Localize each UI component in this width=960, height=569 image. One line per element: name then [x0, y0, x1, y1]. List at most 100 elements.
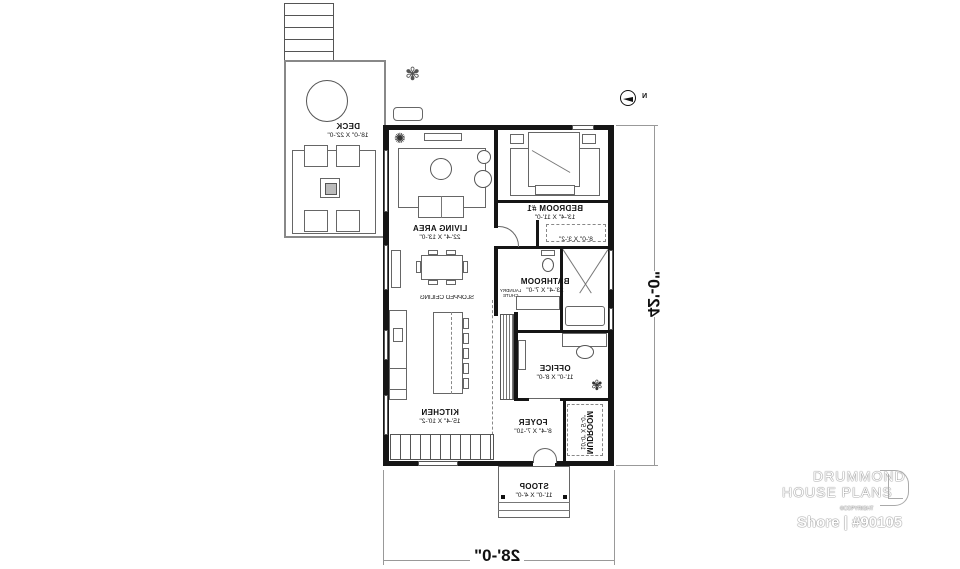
stoop — [498, 466, 570, 518]
window[interactable] — [418, 461, 458, 466]
window[interactable] — [384, 395, 388, 435]
sofa-divider — [441, 196, 442, 218]
south-wall-left — [383, 461, 533, 466]
compass-needle — [623, 97, 633, 102]
south-wall-right — [555, 461, 614, 466]
compass-label: N — [642, 93, 648, 100]
annotation-text: SLOPPED CEILING — [420, 295, 475, 301]
room-name: OFFICE — [539, 364, 571, 373]
room-size: 13'-4" X 7'-0" — [526, 287, 564, 294]
sloped-ceiling-note: SLOPPED CEILING — [420, 295, 474, 301]
deck-stairs — [284, 3, 334, 61]
width-dimension: 28'-0" — [470, 546, 525, 566]
window-bench — [391, 250, 401, 288]
bench — [535, 185, 575, 195]
window[interactable] — [384, 330, 388, 360]
shower-x — [579, 249, 609, 294]
sink — [393, 328, 403, 342]
compass-north-label: N — [642, 93, 647, 100]
bedroom-west-wall — [494, 128, 498, 228]
dining-chair — [446, 280, 456, 285]
stoop-step — [498, 510, 570, 511]
window[interactable] — [384, 150, 388, 212]
window[interactable] — [572, 125, 594, 130]
bedroom-door[interactable] — [498, 226, 519, 247]
chair — [304, 210, 328, 232]
room-size: 11'-0" X 8'-0" — [536, 374, 574, 381]
closet-label: 8'-0" X 3'-2" — [559, 228, 593, 246]
deck-round-table — [306, 80, 348, 122]
vanity — [516, 296, 560, 310]
width-ext-left — [383, 470, 384, 565]
room-size: 15'-4" X 10'-2" — [419, 418, 461, 425]
east-wall — [608, 125, 614, 465]
bath-north-wall — [494, 246, 612, 249]
room-name: MUDROOM — [585, 411, 594, 455]
office-north-wall — [514, 330, 612, 333]
room-name: BATHROOM — [520, 277, 570, 286]
nightstand — [510, 134, 524, 144]
dimension-text: 28'-0" — [474, 546, 521, 565]
kitchen-island — [433, 312, 463, 394]
bath-west-wall — [494, 246, 498, 316]
toilet-tank — [541, 250, 555, 256]
room-size: 13'-4" X 11'-0" — [534, 214, 576, 221]
office-chair — [576, 345, 594, 359]
post — [563, 495, 567, 499]
brand-logo-icon — [880, 470, 909, 506]
width-ext-right — [614, 470, 615, 565]
dimension-text: 42'-0" — [644, 270, 664, 318]
brand-line2: HOUSE PLANS — [782, 484, 893, 500]
dining-chair — [428, 280, 438, 285]
chair — [336, 210, 360, 232]
range — [389, 368, 407, 390]
room-size: 11'-0" X 4'-0" — [515, 492, 553, 499]
plant-icon: ✾ — [405, 64, 421, 84]
armchair — [474, 170, 492, 188]
mudroom-west-wall — [563, 400, 566, 462]
room-name: STOOP — [519, 482, 549, 491]
dining-chair — [446, 250, 456, 255]
coffee-table — [430, 158, 452, 180]
kitchen-counter — [389, 310, 407, 400]
fire-table-center — [325, 183, 337, 195]
dining-table — [421, 255, 463, 280]
room-name: BEDROOM #1 — [527, 204, 583, 213]
room-size: 8'-0" X 3'-2" — [559, 236, 593, 243]
bar-stool — [463, 363, 469, 374]
depth-dimension: 42'-0" — [641, 270, 666, 318]
office-west-wall — [514, 312, 518, 400]
stoop-step — [498, 502, 570, 503]
window[interactable] — [384, 245, 388, 290]
post — [501, 495, 505, 499]
chair — [304, 145, 328, 167]
room-name: LIVING AREA — [412, 224, 468, 233]
office-south-wall — [514, 398, 529, 401]
office-bifold-door[interactable] — [529, 388, 560, 399]
laundry-chute-label: LAUNDRY CHUTE — [500, 288, 521, 298]
room-name: FOYER — [518, 418, 548, 427]
bathtub — [565, 306, 605, 326]
window[interactable] — [609, 308, 613, 330]
plan-title: Shore | #90105 — [797, 514, 903, 531]
room-size: 18'-0" X 22'-0" — [327, 132, 369, 139]
room-size: 8'-4" X 7'-10" — [514, 428, 552, 435]
chair — [336, 145, 360, 167]
depth-ext-bottom — [616, 465, 658, 466]
bar-stool — [463, 378, 469, 389]
front-door[interactable] — [533, 448, 557, 463]
office-south-wall-2 — [560, 398, 612, 401]
plant-icon: ✺ — [394, 130, 406, 146]
closet — [546, 224, 606, 242]
toilet — [542, 258, 554, 272]
bed — [528, 132, 580, 187]
depth-ext-top — [616, 125, 658, 126]
window[interactable] — [609, 250, 613, 290]
